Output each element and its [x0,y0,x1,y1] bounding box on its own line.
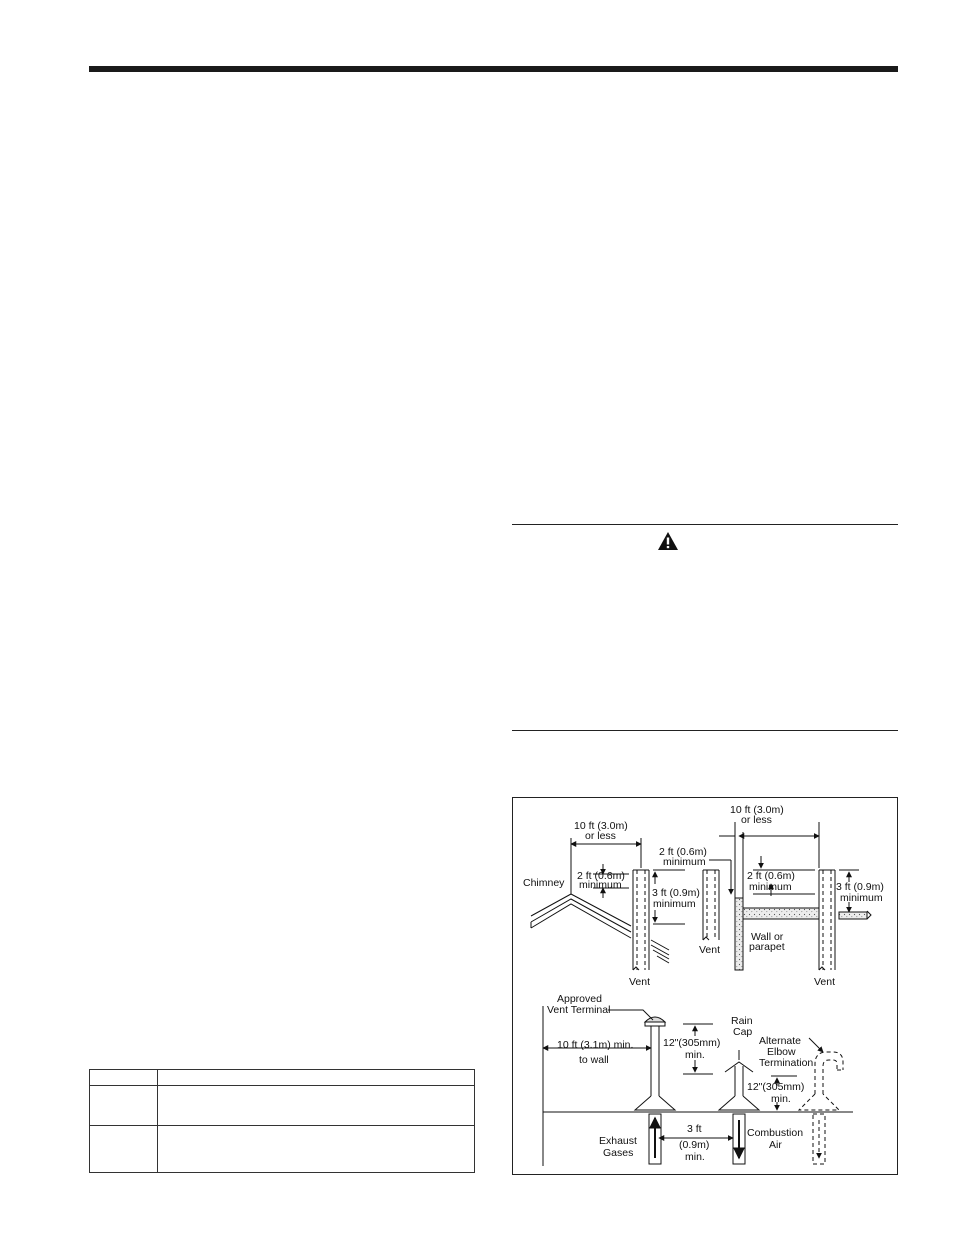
twelve-label-b: 12"(305mm) [747,1081,804,1093]
two-ft-label-b: 2 ft (0.6m) [659,846,707,858]
chimney-label: Chimney [523,877,565,889]
or-less-label-b: or less [741,814,772,826]
elbow-label: Elbow [767,1046,796,1058]
combustion-label: Combustion [747,1127,803,1139]
two-ft-label-a: 2 ft (0.6m) [577,870,625,882]
three-ft-label-c: 3 ft (0.9m) [836,881,884,893]
minimum-label-c2: minimum [840,892,883,904]
to-wall-label: to wall [579,1054,609,1066]
three-ft-sep-metric: (0.9m) [679,1139,709,1151]
table-header-rule [90,1085,474,1086]
gases-label: Gases [603,1147,633,1159]
parapet-diagram [702,822,859,971]
vent-label-a: Vent [629,976,650,988]
vent-label-b: Vent [699,944,720,956]
venting-diagram: Chimney 10 ft (3.0m) or less 2 ft (0.6m)… [523,804,884,1166]
twelve-label-a: 12"(305mm) [663,1037,720,1049]
three-ft-sep-label: 3 ft [687,1123,702,1135]
roof-slab-right [838,911,868,920]
termination-label: Termination [759,1057,813,1069]
roof-diagram [530,838,685,971]
wall-label: Wall or [751,931,784,943]
rain-label: Rain [731,1015,753,1027]
approved-label: Approved [557,993,602,1005]
minimum-label-a: minimum [579,879,622,891]
vent-terminal-label: Vent Terminal [547,1004,610,1016]
table-row-rule [90,1125,474,1126]
table-column-rule [157,1070,158,1172]
warning-top-rule [512,524,898,525]
vent-label-c: Vent [814,976,835,988]
spec-table [89,1069,475,1173]
ten-ft-label-a: 10 ft (3.0m) [574,820,628,832]
twelve-min-label-a: min. [685,1049,705,1061]
terminal-diagram [542,1006,853,1166]
three-ft-label-a: 3 ft (0.9m) [652,887,700,899]
two-ft-label-c: 2 ft (0.6m) [747,870,795,882]
ten-ft-wall-label: 10 ft (3.1m) min. [557,1039,633,1051]
warning-bottom-rule [512,730,898,731]
air-label: Air [769,1139,782,1151]
parapet-wall [734,897,744,971]
three-ft-sep-min: min. [685,1151,705,1163]
ten-ft-label-b: 10 ft (3.0m) [730,804,784,816]
roof-slab [742,907,820,920]
twelve-min-label-b: min. [771,1093,791,1105]
top-rule [89,66,898,72]
minimum-label-c: minimum [749,881,792,893]
alternate-label: Alternate [759,1035,801,1047]
warning-triangle-icon [658,532,678,550]
cap-label: Cap [733,1026,752,1038]
exhaust-label: Exhaust [599,1135,637,1147]
parapet-label: parapet [749,941,785,953]
minimum-label-a2: minimum [653,898,696,910]
venting-figure: Chimney 10 ft (3.0m) or less 2 ft (0.6m)… [512,797,898,1175]
or-less-label-a: or less [585,830,616,842]
break-mark [866,910,872,920]
minimum-label-b: minimum [663,856,706,868]
